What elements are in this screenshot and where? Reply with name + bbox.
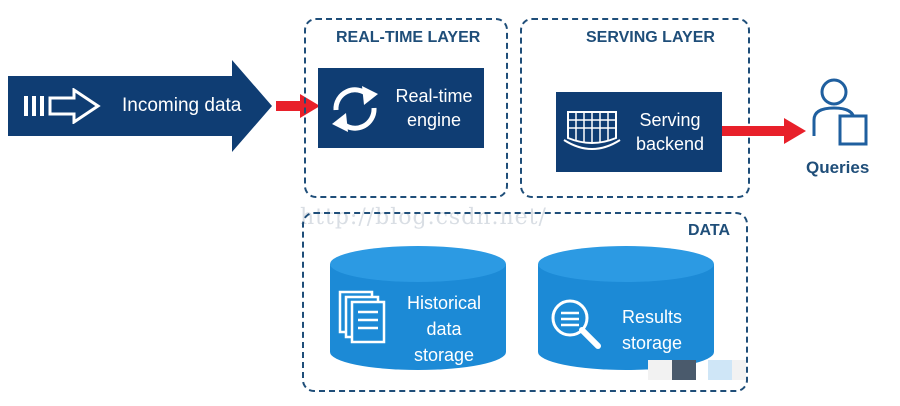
serving-layer-title: SERVING LAYER: [586, 29, 715, 46]
watermark: http://blog.csdn.net/: [300, 205, 547, 230]
incoming-data-label: Incoming data: [122, 95, 242, 116]
input-arrow-icon: [24, 88, 101, 124]
grid-surface-icon: [563, 111, 621, 150]
flow-arrow-to-queries: [722, 118, 806, 144]
real-time-layer: [304, 18, 508, 198]
magnifier-icon: [551, 299, 601, 349]
refresh-cycle-icon: [332, 86, 378, 132]
results-storage-label: Results storage: [621, 307, 683, 353]
serving-layer: [520, 18, 750, 198]
serving-backend-label: Serving backend: [635, 110, 705, 154]
user-document-icon: [812, 78, 868, 146]
redaction-block: [648, 360, 672, 380]
real-time-engine-label: Real-time engine: [395, 86, 473, 130]
redaction-block: [672, 360, 696, 380]
results-storage: [538, 246, 714, 370]
data-layer-title: DATA: [688, 222, 731, 239]
real-time-layer-title: REAL-TIME LAYER: [336, 29, 481, 46]
stacked-documents-icon: [338, 290, 386, 344]
historical-data-storage-label: Historical data storage: [406, 293, 481, 365]
data-layer: [302, 212, 748, 392]
historical-data-storage: [330, 246, 506, 370]
redaction-block: [708, 360, 732, 380]
redaction-block: [732, 360, 746, 380]
real-time-engine: [318, 68, 484, 148]
queries-label: Queries: [806, 158, 870, 177]
